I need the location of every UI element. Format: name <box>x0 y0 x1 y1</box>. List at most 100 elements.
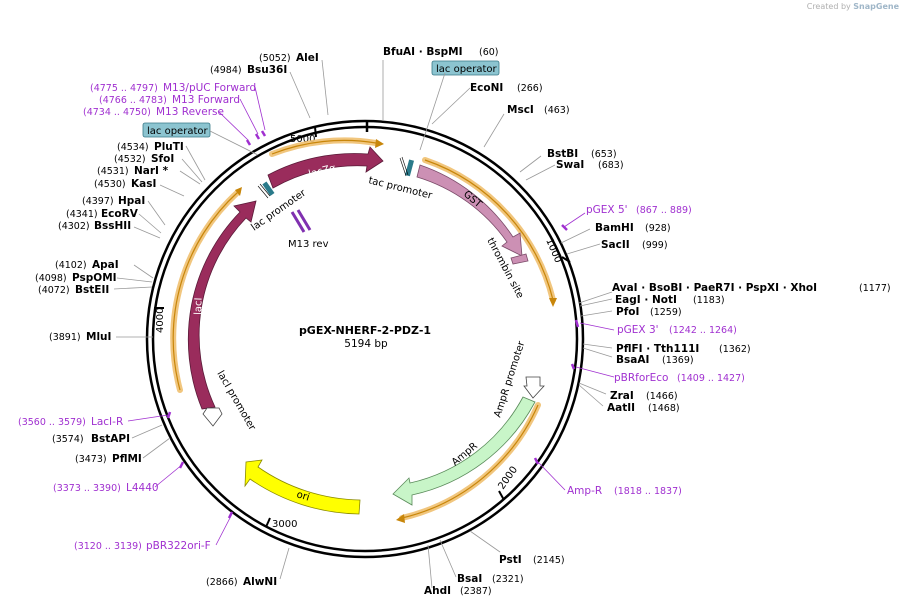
cds-outline-laci <box>170 189 241 393</box>
site-nari-pos: (4531) <box>97 166 129 177</box>
primer-laci-r[interactable]: LacI-R <box>91 416 123 428</box>
laci-promoter-feature[interactable] <box>202 407 223 427</box>
cds-arrowhead-ampr <box>396 514 405 523</box>
primer-pbr322ori[interactable]: pBR322ori-F <box>146 540 211 552</box>
site-pluti-pos: (4534) <box>117 142 149 153</box>
thrombin-site-feature[interactable] <box>510 253 529 265</box>
backbone-outer <box>145 119 585 559</box>
site-kasi[interactable]: KasI <box>131 178 156 190</box>
site-msci[interactable]: MscI <box>507 104 534 116</box>
primer-pgex5[interactable]: pGEX 5' <box>586 204 628 216</box>
site-msci-pos: (463) <box>544 105 570 116</box>
site-bsai-pos: (2321) <box>492 574 524 585</box>
site-alwni[interactable]: AlwNI <box>243 576 277 588</box>
site-zrai[interactable]: ZraI <box>610 390 634 402</box>
site-pfoi-pos: (1259) <box>650 307 682 318</box>
site-tth111i-pos: (1362) <box>719 344 751 355</box>
ampr-promoter-feature[interactable] <box>523 376 545 399</box>
site-econi-pos: (266) <box>517 83 543 94</box>
primer-pgex5-pos: (867 .. 889) <box>636 205 692 216</box>
plasmid-name: pGEX-NHERF-2-PDZ-1 <box>299 324 431 337</box>
site-aatii[interactable]: AatII <box>607 402 635 414</box>
gst-feature[interactable] <box>416 164 523 257</box>
site-econi[interactable]: EcoNI <box>470 82 503 94</box>
laci-feature[interactable] <box>187 200 257 410</box>
plasmid-size: 5194 bp <box>344 338 388 350</box>
site-noti-pos: (1183) <box>693 295 725 306</box>
tick-mark-1000 <box>561 256 571 263</box>
svg-text:lac operator: lac operator <box>147 126 208 137</box>
site-bsu36i-pos: (4984) <box>210 65 242 76</box>
primer-m13puc[interactable]: M13/pUC Forward <box>163 82 256 94</box>
site-alei-pos: (5052) <box>259 53 291 64</box>
tick-4000: 4000 <box>155 308 166 333</box>
site-swai-pos: (683) <box>598 160 624 171</box>
site-nari[interactable]: NarI * <box>134 165 169 177</box>
site-bfuai-bspmi[interactable]: BfuAI · BspMI <box>383 46 463 58</box>
primer-m13rev[interactable]: M13 Reverse <box>156 106 224 118</box>
primer-m13fwd[interactable]: M13 Forward <box>172 94 240 106</box>
primer-l4440-pos: (3373 .. 3390) <box>53 483 121 494</box>
site-sacii-pos: (999) <box>642 240 668 251</box>
site-bsu36i[interactable]: Bsu36I <box>247 64 287 76</box>
primer-pgex3[interactable]: pGEX 3' <box>617 324 659 336</box>
site-bamhi[interactable]: BamHI <box>595 222 634 234</box>
site-aatii-pos: (1468) <box>648 403 680 414</box>
site-noti-group[interactable]: EagI · NotI <box>615 294 677 306</box>
site-zrai-pos: (1466) <box>646 391 678 402</box>
site-bstapi[interactable]: BstAPI <box>91 433 130 445</box>
site-swai[interactable]: SwaI <box>556 159 584 171</box>
site-tth111i-group[interactable]: PflFI · Tth111I <box>616 343 699 355</box>
tick-mark-2000 <box>498 490 505 501</box>
site-psti-pos: (2145) <box>533 555 565 566</box>
site-xhoi-pos: (1177) <box>859 283 891 294</box>
site-pfoi[interactable]: PfoI <box>616 306 639 318</box>
primer-l4440[interactable]: L4440 <box>126 482 159 494</box>
primer-connectors <box>127 86 615 546</box>
site-psti[interactable]: PstI <box>499 554 522 566</box>
m13-rev-marker <box>290 209 312 233</box>
site-pspomi-pos: (4098) <box>35 273 67 284</box>
site-sacii[interactable]: SacII <box>601 239 630 251</box>
site-ecorv[interactable]: EcoRV <box>101 208 139 220</box>
ori-feature[interactable] <box>244 459 361 515</box>
lacza-feature[interactable] <box>267 146 384 189</box>
tick-5000: 5000 <box>290 134 315 145</box>
primer-pbrforeco[interactable]: pBRforEco <box>614 372 668 384</box>
tick-3000: 3000 <box>272 519 297 530</box>
site-hpai-pos: (4397) <box>82 196 114 207</box>
site-sfoi[interactable]: SfoI <box>151 153 174 165</box>
site-bstbi[interactable]: BstBI <box>547 148 578 160</box>
primer-marks <box>166 130 580 519</box>
site-hpai[interactable]: HpaI <box>118 195 145 207</box>
site-bsteii[interactable]: BstEII <box>75 284 109 296</box>
snapgene-credit: Created by SnapGene <box>806 2 899 11</box>
ampr-feature[interactable] <box>392 396 536 506</box>
site-alei[interactable]: AleI <box>296 52 319 64</box>
tick-mark-5000 <box>314 126 317 138</box>
site-bsaai-pos: (1369) <box>662 355 694 366</box>
primer-pbrforeco-pos: (1409 .. 1427) <box>677 373 745 384</box>
site-apai[interactable]: ApaI <box>92 259 119 271</box>
site-pspomi[interactable]: PspOMI <box>72 272 117 284</box>
primer-m13puc-pos: (4775 .. 4797) <box>90 83 158 94</box>
site-kasi-pos: (4530) <box>94 179 126 190</box>
site-ecorv-pos: (4341) <box>66 209 98 220</box>
site-mlui[interactable]: MluI <box>86 331 111 343</box>
tac-promoter-marker <box>399 156 415 177</box>
cds-line-lacza <box>271 139 377 155</box>
lac-operator-left[interactable]: lac operator <box>142 122 211 138</box>
laci-label: lacI <box>193 297 205 315</box>
site-bsshii[interactable]: BssHII <box>94 220 131 232</box>
site-bsaai[interactable]: BsaAI <box>616 354 649 366</box>
site-pluti[interactable]: PluTI <box>154 141 184 153</box>
site-pflmi[interactable]: PflMI <box>112 453 142 465</box>
tick-mark-3000 <box>265 517 271 528</box>
label-connectors <box>113 59 613 589</box>
site-ahdi[interactable]: AhdI <box>424 585 451 597</box>
site-xhoi-group[interactable]: AvaI · BsoBI · PaeR7I · PspXI · XhoI <box>612 282 817 294</box>
primer-amp-r[interactable]: Amp-R <box>567 485 602 497</box>
site-bsai[interactable]: BsaI <box>457 573 482 585</box>
lac-operator-top[interactable]: lac operator <box>431 60 500 76</box>
